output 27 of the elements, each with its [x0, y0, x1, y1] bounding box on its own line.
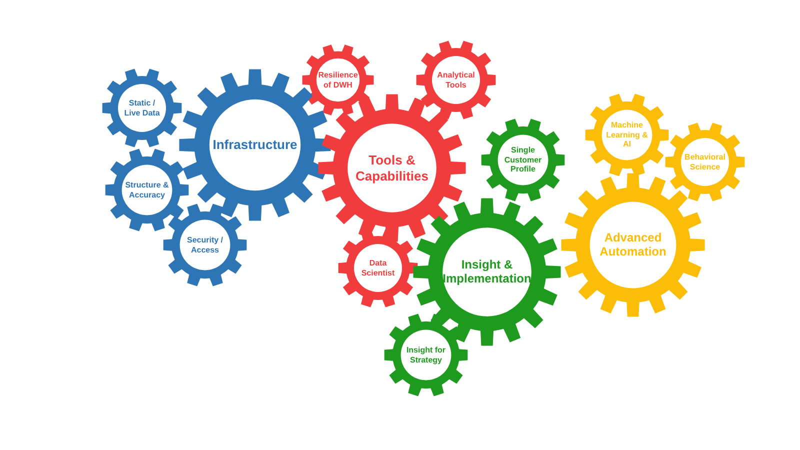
gear: [302, 44, 374, 116]
gear: [665, 122, 745, 202]
gear-label: Advanced Automation: [598, 230, 668, 260]
gear: [338, 228, 418, 308]
gear-label: Insight & Implementation: [442, 258, 532, 286]
gear-label: Infrastructure: [212, 137, 298, 153]
gear: [163, 203, 247, 287]
gear-label: Resilience of DWH: [317, 70, 359, 90]
gear-label: Insight for Strategy: [405, 345, 447, 365]
gear: [413, 198, 561, 346]
gear-label: Structure & Accuracy: [124, 180, 170, 200]
gear-label: Analytical Tools: [436, 70, 476, 90]
gear-label: Tools & Capabilities: [354, 152, 430, 184]
gear-label: Single Customer Profile: [503, 146, 543, 174]
gear: [318, 94, 466, 242]
gear: [416, 40, 496, 120]
gear: [481, 118, 565, 202]
gear: [102, 68, 182, 148]
gear: [384, 313, 468, 397]
gear-label: Behavioral Science: [684, 152, 726, 172]
gear-label: Machine Learning & AI: [605, 120, 649, 150]
gear: [585, 93, 669, 177]
gear-label: Data Scientist: [360, 258, 396, 278]
gear-label: Security / Access: [186, 235, 224, 255]
gear-label: Static / Live Data: [123, 98, 161, 118]
gear: [105, 148, 189, 232]
gear: [561, 173, 705, 317]
